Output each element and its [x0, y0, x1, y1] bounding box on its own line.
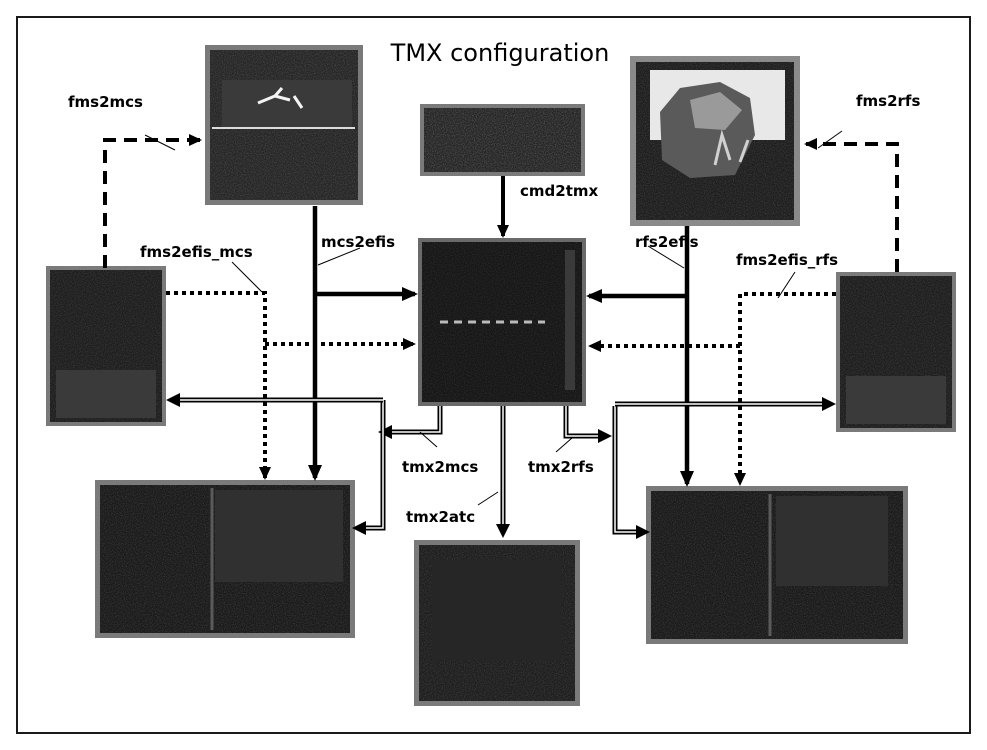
fms2efis-mcs-arrow [166, 291, 271, 480]
atc-panel [414, 540, 580, 706]
label-fms2efis-rfs: fms2efis_rfs [736, 251, 838, 269]
fms-mcs-panel [46, 266, 166, 426]
tmx2rfs-arrow [563, 397, 836, 539]
label-fms2mcs: fms2mcs [68, 93, 143, 111]
cmd-panel [420, 104, 585, 176]
label-tmx2rfs: tmx2rfs [528, 458, 594, 476]
label-cmd2tmx: cmd2tmx [520, 182, 598, 200]
tmx2atc-arrow [496, 406, 510, 538]
rfs-efis-panel [646, 486, 908, 644]
label-fms2rfs: fms2rfs [856, 92, 920, 110]
label-tmx2mcs: tmx2mcs [402, 458, 478, 476]
fms2mcs-arrow [103, 134, 202, 268]
tmx2mcs-arrow [166, 393, 443, 535]
fms-rfs-panel [836, 272, 956, 432]
fms2rfs-arrow [804, 138, 899, 272]
mcs-panel [205, 45, 363, 205]
label-mcs2efis: mcs2efis [321, 233, 395, 251]
diagram-title: TMX configuration [390, 39, 610, 67]
label-leaders [144, 130, 843, 506]
mcs-efis-panel [95, 480, 355, 638]
label-rfs2efis: rfs2efis [635, 233, 699, 251]
tmx-panel [418, 238, 586, 406]
fms2efis-rfs-arrow [734, 292, 836, 486]
label-tmx2atc: tmx2atc [406, 508, 475, 526]
rfs-panel [630, 56, 800, 226]
label-fms2efis-mcs: fms2efis_mcs [140, 243, 253, 261]
